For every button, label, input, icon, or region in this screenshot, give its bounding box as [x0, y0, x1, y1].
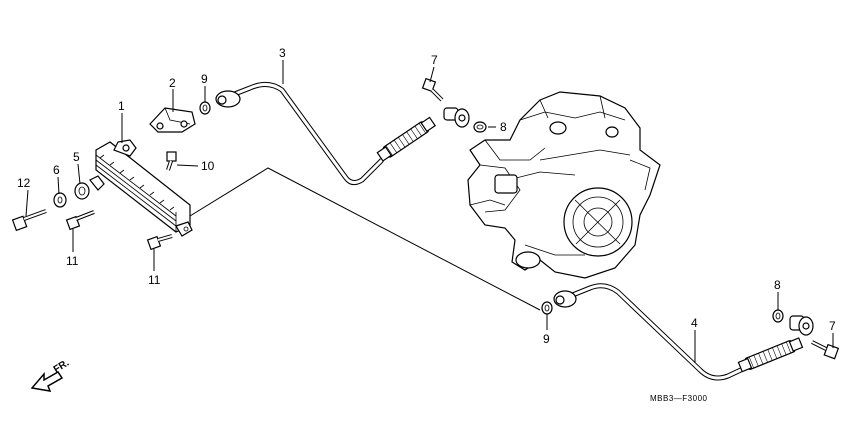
cooler-bracket — [149, 107, 196, 133]
bolt-12 — [11, 209, 47, 232]
oil-pipe-upper — [215, 82, 470, 186]
callout-9-upper: 9 — [201, 72, 208, 86]
callout-5: 5 — [73, 150, 80, 164]
callout-4: 4 — [691, 316, 698, 330]
engine-illustration — [467, 91, 661, 279]
bolt-7-upper — [421, 77, 444, 102]
callout-10: 10 — [201, 159, 215, 173]
callout-8-upper: 8 — [500, 120, 507, 134]
callout-7-lower: 7 — [829, 319, 836, 333]
washer-8-upper — [473, 121, 487, 133]
washer-6 — [53, 192, 67, 208]
callout-7-upper: 7 — [431, 53, 438, 67]
callout-12: 12 — [17, 176, 31, 190]
bolt-11-lower — [146, 234, 173, 251]
bolt-10 — [166, 151, 177, 171]
washer-9-lower — [541, 301, 553, 315]
bolt-7-lower — [811, 340, 840, 360]
callout-3: 3 — [279, 46, 286, 60]
diagram-code: MBB3—F3000 — [650, 394, 708, 403]
oil-pipe-lower — [553, 283, 814, 381]
bolt-11-left — [65, 210, 95, 231]
front-direction-arrow: FR. — [30, 358, 72, 392]
callout-8-lower: 8 — [774, 278, 781, 292]
callout-1: 1 — [118, 99, 125, 113]
washer-9-upper — [199, 101, 211, 115]
callout-11-left: 11 — [66, 254, 79, 268]
front-direction-label: FR. — [52, 358, 72, 376]
callout-11-lower: 11 — [148, 273, 161, 287]
leader-lines — [25, 60, 834, 363]
washer-8-lower — [772, 309, 784, 323]
oil-cooler — [89, 139, 193, 237]
callout-6: 6 — [53, 163, 60, 177]
callout-9-lower: 9 — [543, 332, 550, 346]
collar-5 — [74, 182, 90, 200]
callout-2: 2 — [169, 76, 176, 90]
